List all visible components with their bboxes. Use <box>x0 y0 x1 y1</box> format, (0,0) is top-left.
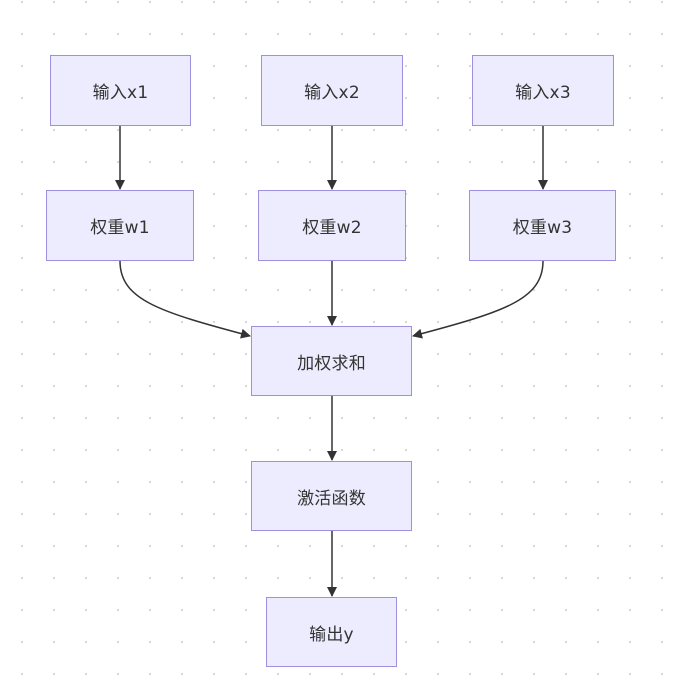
node-activation-function: 激活函数 <box>251 461 412 531</box>
node-weighted-sum-label: 加权求和 <box>297 353 366 374</box>
node-activation-function-label: 激活函数 <box>297 488 366 509</box>
node-weight-w1: 权重w1 <box>46 190 194 261</box>
node-input-x3-label: 输入x3 <box>515 83 571 103</box>
node-weight-w1-label: 权重w1 <box>90 218 150 238</box>
node-input-x1: 输入x1 <box>50 55 191 126</box>
node-input-x2: 输入x2 <box>261 55 403 126</box>
edge-weight-w1-to-weighted-sum <box>119 260 251 339</box>
node-input-x1-label: 输入x1 <box>92 83 149 103</box>
node-weight-w2-label: 权重w2 <box>302 218 362 238</box>
node-weighted-sum: 加权求和 <box>251 326 412 396</box>
edge-weight-w3-to-weighted-sum <box>412 260 544 339</box>
node-output-y-label: 输出y <box>309 624 354 645</box>
node-input-x3: 输入x3 <box>472 55 614 126</box>
node-weight-w3: 权重w3 <box>469 190 616 261</box>
node-weight-w3-label: 权重w3 <box>512 218 573 238</box>
node-weight-w2: 权重w2 <box>258 190 406 261</box>
node-input-x2-label: 输入x2 <box>304 83 360 103</box>
node-output-y: 输出y <box>266 597 397 667</box>
